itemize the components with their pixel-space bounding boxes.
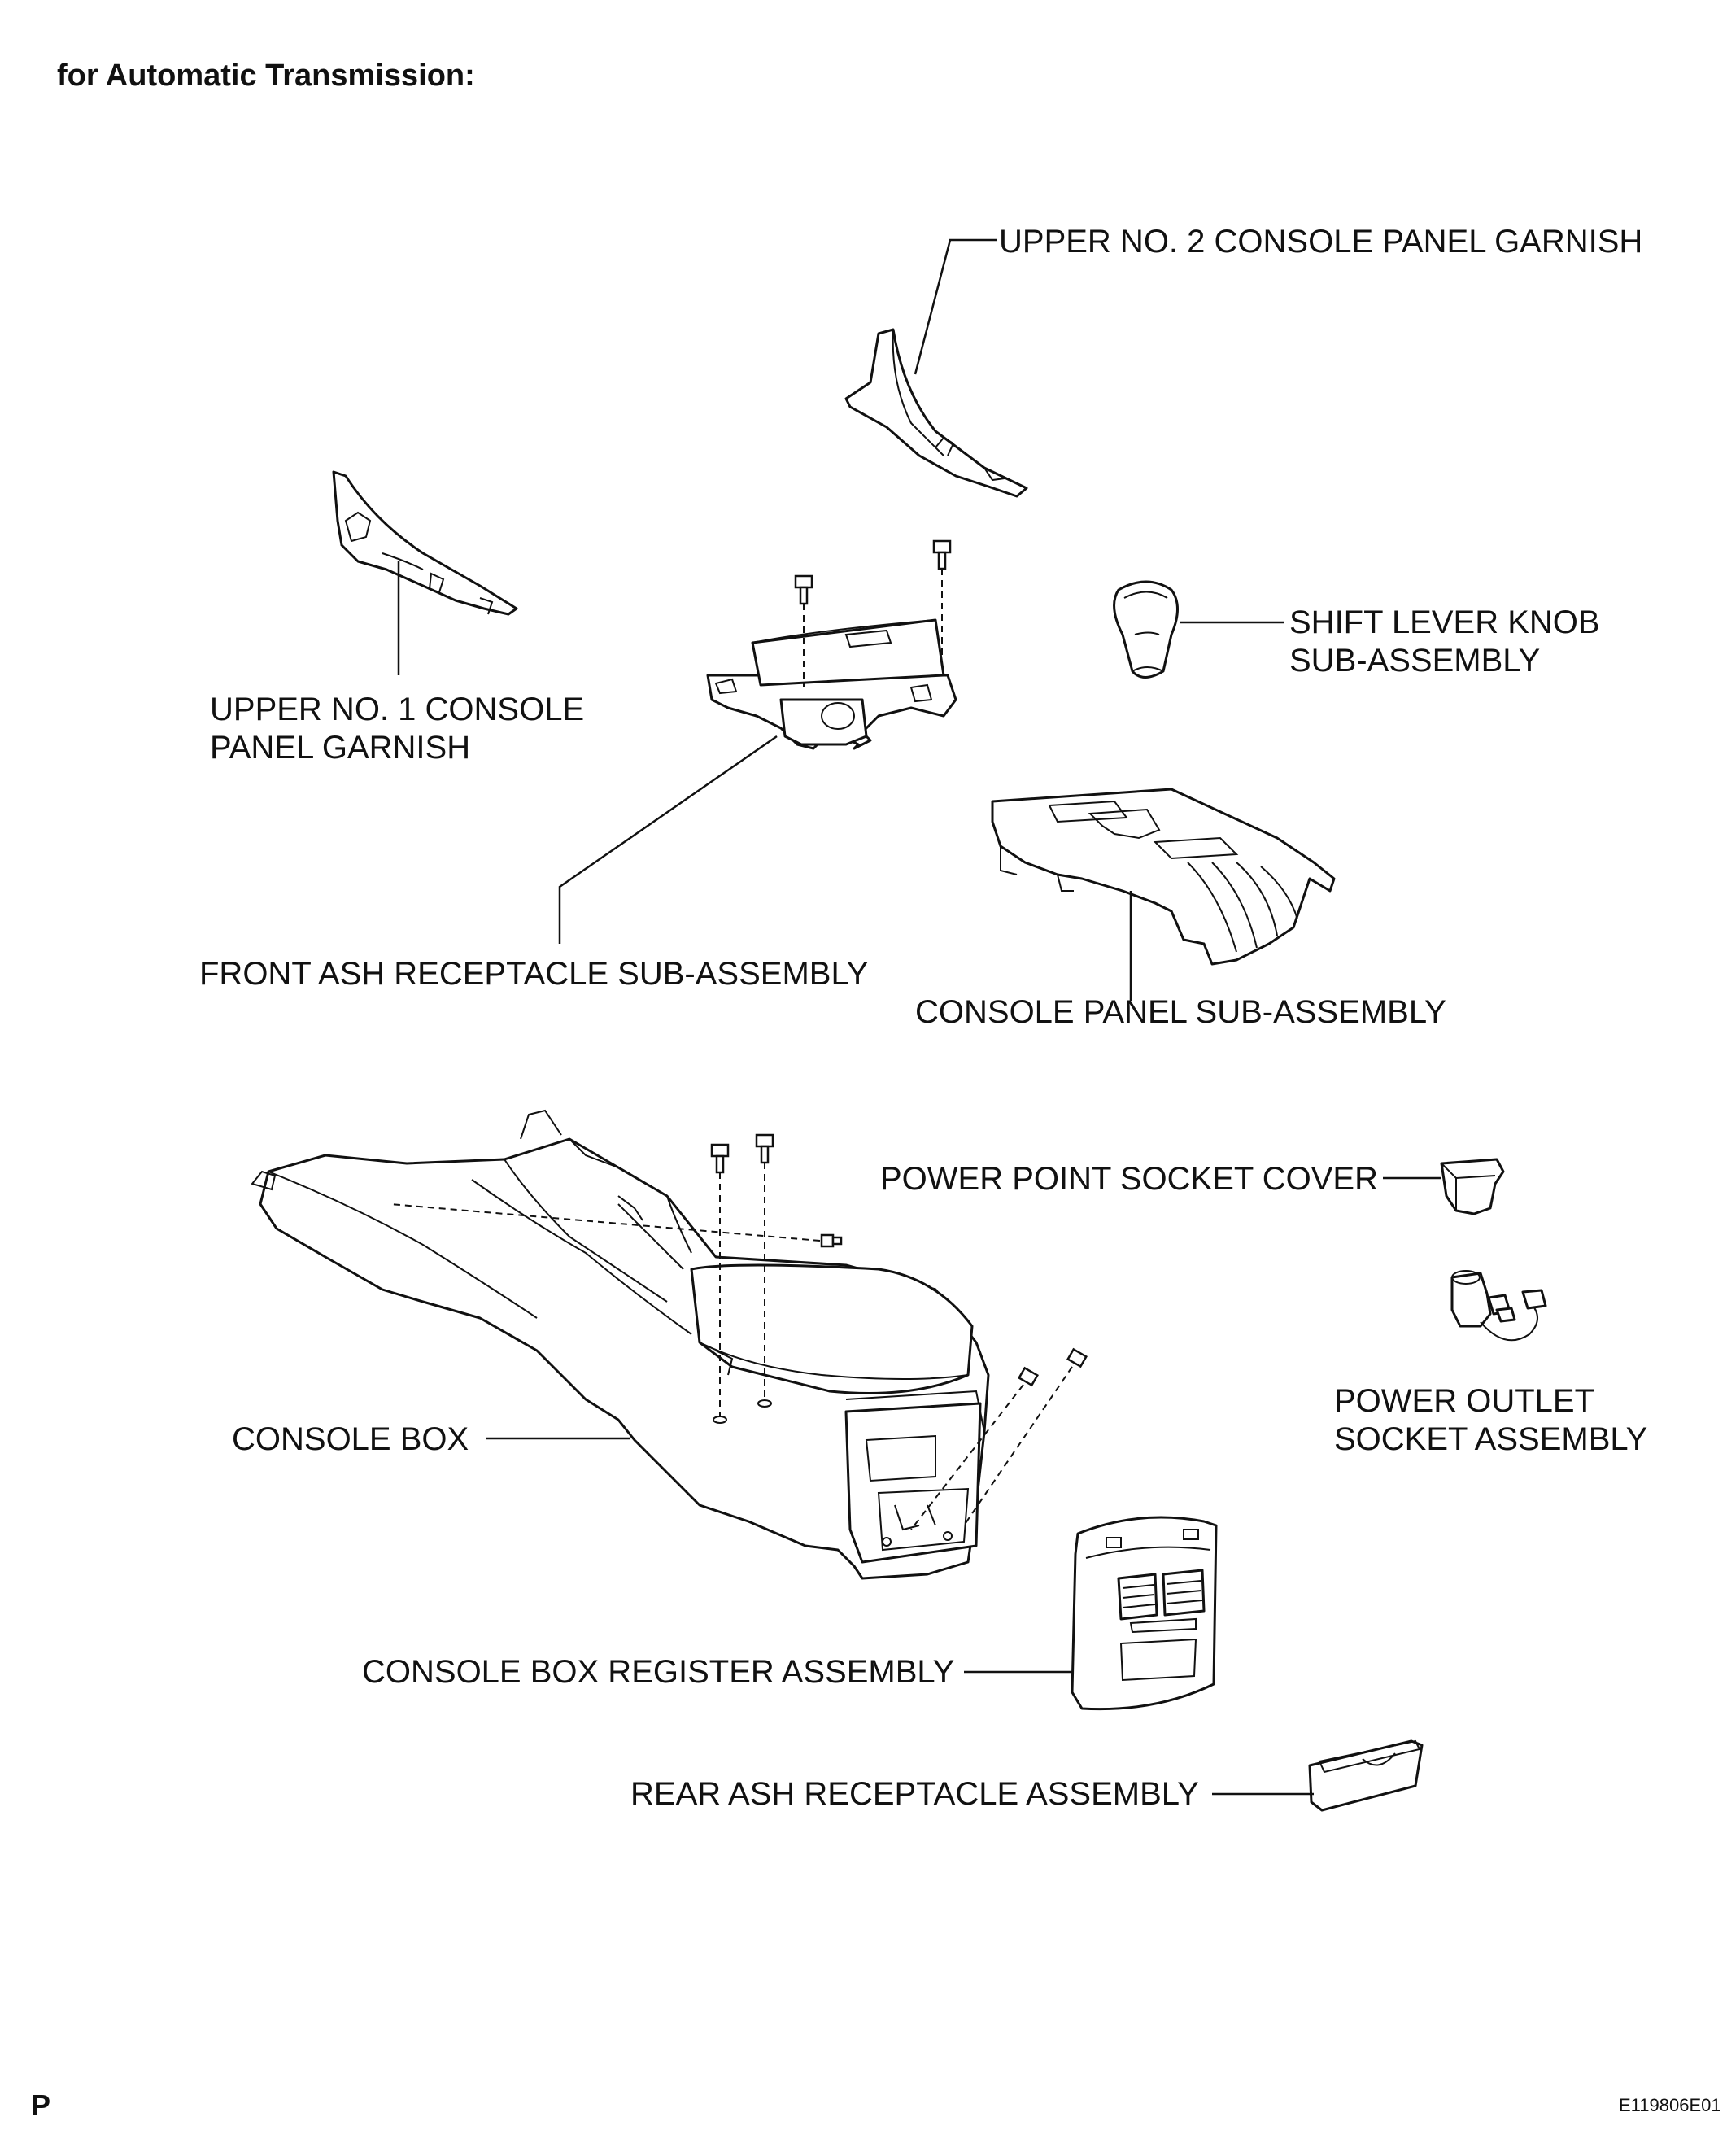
power-point-cover-label: POWER POINT SOCKET COVER bbox=[880, 1161, 1378, 1197]
front-ash-screw-right bbox=[932, 539, 952, 659]
diagram-header: for Automatic Transmission: bbox=[57, 59, 475, 93]
figure-code: E119806E01 bbox=[1619, 2095, 1721, 2115]
upper-no1-garnish-part bbox=[332, 470, 518, 616]
power-outlet-socket-part bbox=[1450, 1270, 1547, 1342]
shift-knob-label-line2: SUB-ASSEMBLY bbox=[1289, 643, 1540, 679]
console-box-screw-5 bbox=[963, 1347, 1088, 1526]
console-box-register-part bbox=[1071, 1516, 1218, 1711]
front-ash-leader bbox=[558, 735, 778, 944]
upper-no2-garnish-leader bbox=[914, 238, 997, 375]
console-panel-label: CONSOLE PANEL SUB-ASSEMBLY bbox=[915, 994, 1446, 1030]
console-box-screw-4 bbox=[910, 1366, 1040, 1530]
page-mark: P bbox=[31, 2088, 50, 2122]
upper-no1-garnish-label-line2: PANEL GARNISH bbox=[210, 730, 470, 766]
console-box-screw-2 bbox=[755, 1133, 774, 1408]
shift-knob-label-line1: SHIFT LEVER KNOB bbox=[1289, 604, 1600, 640]
shift-lever-knob-part bbox=[1113, 580, 1179, 679]
console-box-screw-3 bbox=[390, 1203, 843, 1248]
console-box-label: CONSOLE BOX bbox=[232, 1421, 469, 1457]
rear-ash-receptacle-part bbox=[1308, 1739, 1424, 1812]
rear-ash-label: REAR ASH RECEPTACLE ASSEMBLY bbox=[630, 1776, 1199, 1812]
upper-no1-garnish-label-line1: UPPER NO. 1 CONSOLE bbox=[210, 692, 584, 727]
console-panel-part bbox=[991, 788, 1336, 966]
register-label: CONSOLE BOX REGISTER ASSEMBLY bbox=[362, 1654, 954, 1690]
console-box-screw-1 bbox=[710, 1143, 730, 1424]
console-box-part bbox=[251, 1109, 990, 1580]
power-outlet-label-line1: POWER OUTLET bbox=[1334, 1383, 1594, 1419]
power-point-cover-part bbox=[1440, 1158, 1505, 1215]
upper-no2-garnish-part bbox=[844, 328, 1028, 498]
front-ash-receptacle-part bbox=[706, 618, 957, 750]
upper-no2-garnish-label: UPPER NO. 2 CONSOLE PANEL GARNISH bbox=[999, 224, 1642, 260]
front-ash-screw-left bbox=[794, 574, 813, 687]
front-ash-label: FRONT ASH RECEPTACLE SUB-ASSEMBLY bbox=[199, 956, 868, 992]
power-outlet-label-line2: SOCKET ASSEMBLY bbox=[1334, 1421, 1647, 1457]
